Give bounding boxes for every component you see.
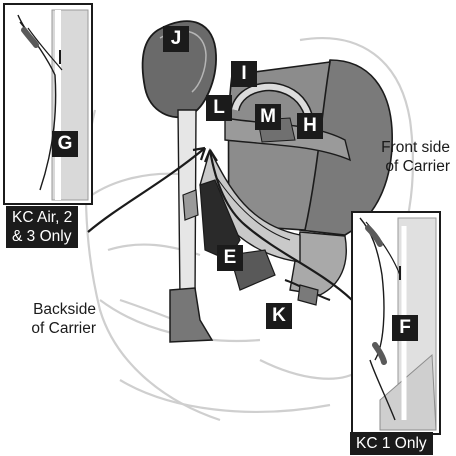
label-E: E (217, 245, 243, 271)
label-H: H (297, 113, 323, 139)
tag-kc-air-2-3: KC Air, 2 & 3 Only (6, 206, 78, 248)
label-G: G (52, 131, 78, 157)
label-K: K (266, 303, 292, 329)
stand-foot (170, 288, 212, 342)
strap-buckle (183, 190, 198, 220)
label-M: M (255, 104, 281, 130)
label-I: I (231, 61, 257, 87)
tag-kc-1: KC 1 Only (350, 432, 433, 455)
caption-front-side: Front side of Carrier (381, 138, 450, 176)
caption-backside: Backside of Carrier (4, 300, 96, 338)
label-J: J (163, 26, 189, 52)
label-F: F (392, 315, 418, 341)
left-inset-panel (4, 4, 92, 204)
label-L: L (206, 95, 232, 121)
